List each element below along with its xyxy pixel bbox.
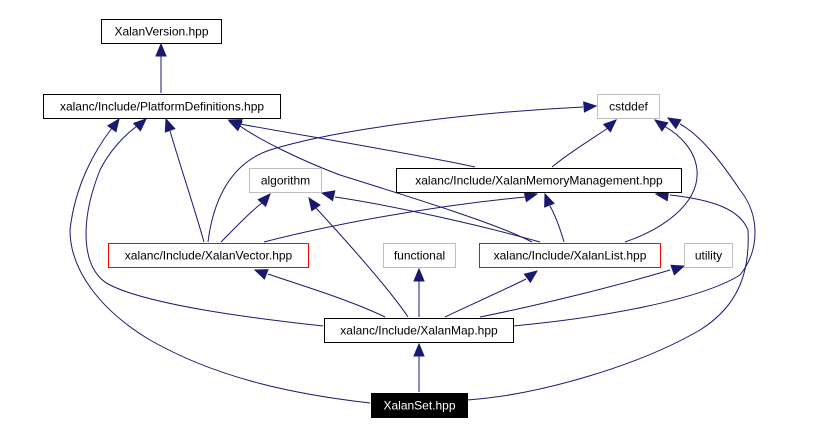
edge-line xyxy=(239,125,533,243)
node-XalanVersion[interactable]: XalanVersion.hpp xyxy=(101,19,222,44)
arrowhead-icon xyxy=(132,118,147,132)
edge-XalanMemoryManagement-to-PlatformDefinitions xyxy=(227,119,476,168)
edge-line xyxy=(479,269,671,318)
arrowhead-icon xyxy=(308,196,321,212)
node-box xyxy=(597,94,660,119)
node-XalanList[interactable]: xalanc/Include/XalanList.hpp xyxy=(479,243,661,268)
arrowhead-icon xyxy=(523,270,539,284)
node-label: cstddef xyxy=(609,100,648,114)
node-XalanVector[interactable]: xalanc/Include/XalanVector.hpp xyxy=(108,243,309,268)
edge-XalanMap-to-utility xyxy=(479,264,686,318)
node-label: XalanVersion.hpp xyxy=(114,25,208,39)
node-label: xalanc/Include/XalanMemoryManagement.hpp xyxy=(415,174,663,188)
arrowhead-icon xyxy=(523,191,539,203)
edge-line xyxy=(624,125,698,243)
node-box xyxy=(43,94,281,119)
node-label: functional xyxy=(394,249,445,263)
edge-XalanList-to-XalanMemoryManagement xyxy=(544,192,565,243)
edge-XalanList-to-algorithm xyxy=(320,190,541,243)
arrowhead-icon xyxy=(257,193,271,208)
arrowhead-icon xyxy=(544,192,555,208)
edge-line xyxy=(512,123,756,327)
node-algorithm: algorithm xyxy=(249,168,322,193)
node-label: xalanc/Include/XalanList.hpp xyxy=(494,249,647,263)
node-box xyxy=(108,243,309,268)
edge-line xyxy=(551,127,609,168)
arrowhead-icon xyxy=(653,119,669,132)
arrowhead-icon xyxy=(155,42,167,57)
edge-line xyxy=(466,194,749,401)
arrowhead-icon xyxy=(164,117,176,133)
edge-line xyxy=(239,123,476,168)
edge-XalanVector-to-algorithm xyxy=(220,193,271,243)
edge-line xyxy=(549,205,565,243)
edge-line xyxy=(207,106,584,243)
edge-XalanMap-to-PlatformDefinitions xyxy=(85,118,324,327)
node-functional: functional xyxy=(383,243,456,268)
edge-XalanSet-to-XalanMap xyxy=(413,342,425,392)
edge-line xyxy=(267,273,386,318)
nodes-layer: XalanSet.hpp xalanc/Include/XalanMap.hpp x… xyxy=(43,19,733,418)
node-label: XalanSet.hpp xyxy=(383,399,455,413)
node-XalanMemoryManagement[interactable]: xalanc/Include/XalanMemoryManagement.hpp xyxy=(396,168,682,193)
edge-XalanVector-to-cstddef xyxy=(207,101,598,243)
edge-XalanMap-to-cstddef xyxy=(512,117,756,327)
node-label: xalanc/Include/PlatformDefinitions.hpp xyxy=(60,100,264,114)
arrowhead-icon xyxy=(583,101,598,113)
arrowhead-icon xyxy=(602,119,617,133)
arrowhead-icon xyxy=(106,117,120,133)
edge-line xyxy=(85,125,324,327)
edges-layer xyxy=(69,42,756,404)
edge-XalanVector-to-XalanMemoryManagement xyxy=(263,191,539,243)
edge-XalanMap-to-functional xyxy=(413,267,425,317)
node-box xyxy=(249,168,322,193)
node-utility: utility xyxy=(684,243,733,268)
edge-line xyxy=(334,196,541,243)
edge-XalanMemoryManagement-to-cstddef xyxy=(551,119,617,168)
node-box xyxy=(371,393,468,418)
node-box xyxy=(383,243,456,268)
arrowhead-icon xyxy=(413,342,425,357)
node-label: utility xyxy=(695,249,722,263)
edge-line xyxy=(69,127,371,404)
node-XalanMap[interactable]: xalanc/Include/XalanMap.hpp xyxy=(324,318,514,343)
node-PlatformDefinitions[interactable]: xalanc/Include/PlatformDefinitions.hpp xyxy=(43,94,281,119)
edge-line xyxy=(220,202,263,243)
node-label: xalanc/Include/XalanMap.hpp xyxy=(340,324,498,338)
arrowhead-icon xyxy=(670,264,686,276)
arrowhead-icon xyxy=(413,267,425,282)
edge-line xyxy=(169,130,205,243)
edge-line xyxy=(315,207,409,318)
arrowhead-icon xyxy=(666,117,682,130)
edge-XalanList-to-cstddef xyxy=(624,119,698,243)
edge-XalanSet-to-PlatformDefinitions xyxy=(69,117,371,404)
edge-XalanMap-to-XalanList xyxy=(444,270,539,318)
edge-XalanMap-to-XalanVector xyxy=(253,269,386,318)
arrowhead-icon xyxy=(227,120,243,132)
node-cstddef: cstddef xyxy=(597,94,660,119)
arrowhead-icon xyxy=(320,190,336,202)
node-XalanSet[interactable]: XalanSet.hpp xyxy=(371,393,468,418)
edge-line xyxy=(263,196,526,243)
node-box xyxy=(396,168,682,193)
edge-PlatformDefinitions-to-XalanVersion xyxy=(155,42,167,93)
node-label: xalanc/Include/XalanVector.hpp xyxy=(125,249,293,263)
node-box xyxy=(684,243,733,268)
node-box xyxy=(324,318,514,343)
node-box xyxy=(101,19,222,44)
arrowhead-icon xyxy=(253,269,269,280)
edge-XalanVector-to-PlatformDefinitions xyxy=(164,117,205,243)
node-label: algorithm xyxy=(261,174,310,188)
edge-XalanMap-to-algorithm xyxy=(308,196,409,318)
edge-XalanSet-to-XalanMemoryManagement xyxy=(466,190,749,401)
edge-XalanList-to-PlatformDefinitions xyxy=(227,120,533,243)
edge-line xyxy=(444,278,527,318)
node-box xyxy=(479,243,661,268)
